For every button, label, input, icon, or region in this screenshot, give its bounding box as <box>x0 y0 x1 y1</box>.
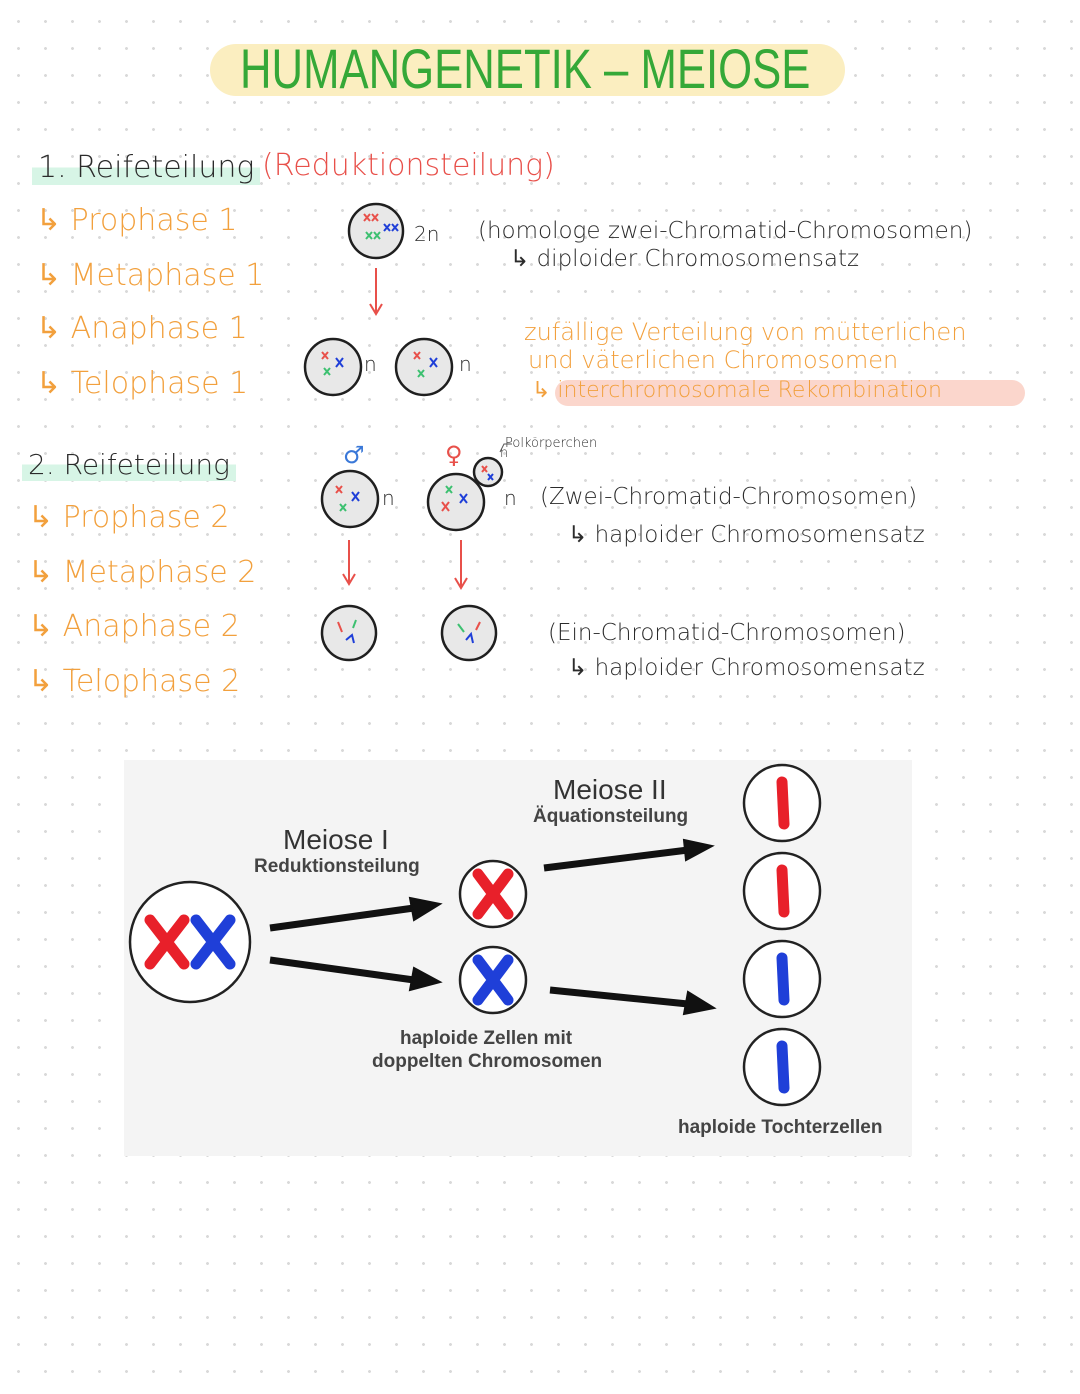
meiose2-subtitle: Äquationsteilung <box>533 806 689 827</box>
chromatid-blue <box>776 1040 790 1094</box>
label-n: n <box>364 352 377 376</box>
gamete-cell <box>320 604 378 662</box>
phase-item: ↳ Prophase 2 <box>28 500 230 535</box>
note-haploid-1: ↳ haploider Chromosomensatz <box>568 522 925 548</box>
meiose1-subtitle: Reduktionsteilung <box>254 856 420 877</box>
sperm-precursor-cell <box>320 469 380 529</box>
male-symbol: ♂ <box>343 441 365 469</box>
label-n: n <box>459 352 472 376</box>
mid-label-line-2: doppelten Chromosomen <box>372 1051 603 1072</box>
phase-item: ↳ Prophase 1 <box>36 203 238 238</box>
polar-body-cell <box>472 456 504 488</box>
haploid-cell <box>303 337 363 397</box>
female-symbol: ♀ <box>445 441 463 469</box>
label-n: n <box>382 486 395 510</box>
chromosome-red <box>144 914 190 970</box>
phase-item: ↳ Metaphase 1 <box>36 258 265 293</box>
phase-item: ↳ Telophase 2 <box>28 664 241 699</box>
chromosome-blue <box>472 954 514 1006</box>
arrow-head <box>682 838 715 862</box>
mid-label-line-1: haploide Zellen mit <box>400 1028 573 1049</box>
chromatid-red <box>776 776 790 830</box>
label-n: n <box>504 486 517 510</box>
haploid-cell <box>394 337 454 397</box>
label-n: n <box>500 446 509 461</box>
chromatid-red <box>776 864 790 918</box>
chromosome-red <box>472 868 514 920</box>
phase-item: ↳ Anaphase 1 <box>36 311 248 346</box>
egg-precursor-cell <box>426 472 486 532</box>
first-division-subtitle: (Reduktionsteilung) <box>262 148 555 183</box>
title-highlight <box>210 44 845 96</box>
note-diploid: ↳ diploider Chromosomensatz <box>510 246 860 272</box>
chromosome-blue <box>190 914 236 970</box>
chromatid-blue <box>776 952 790 1006</box>
arrow-head <box>682 990 717 1016</box>
note-one-chromatid: (Ein-Chromatid-Chromosomen) <box>548 620 906 646</box>
arrow <box>269 904 415 932</box>
label-2n: 2n <box>414 222 440 246</box>
arrow-head <box>408 896 443 922</box>
second-division-heading: 2. Reifeteilung <box>22 448 236 481</box>
phase-item: ↳ Anaphase 2 <box>28 609 240 644</box>
meiosis-diagram <box>128 763 822 1107</box>
arrow <box>549 986 689 1008</box>
interchrom-highlight <box>555 380 1025 406</box>
phase-item: ↳ Telophase 1 <box>36 366 249 401</box>
cell-sketches <box>303 202 512 662</box>
note-two-chromatid: (Zwei-Chromatid-Chromosomen) <box>540 484 918 510</box>
end-label: haploide Tochterzellen <box>678 1117 883 1138</box>
note-random-1: zufällige Verteilung von mütterlichen <box>524 318 967 346</box>
phase-item: ↳ Metaphase 2 <box>28 555 257 590</box>
diploid-cell <box>347 202 405 260</box>
label-polkoerperchen: Polkörperchen <box>505 436 598 451</box>
arrow-head <box>408 966 443 992</box>
arrow <box>269 956 415 984</box>
note-random-2: und väterlichen Chromosomen <box>528 346 899 374</box>
page-title: HUMANGENETIK – MEIOSE <box>240 37 811 100</box>
gamete-cell <box>440 604 498 662</box>
arrow <box>543 846 689 872</box>
note-haploid-2: ↳ haploider Chromosomensatz <box>568 655 925 681</box>
first-division-heading: 1. Reifeteilung <box>32 150 261 185</box>
note-interchromosomal: ↳ interchromosomale Rekombination <box>532 378 942 403</box>
parent-cell <box>128 880 252 1004</box>
note-homolog: (homologe zwei-Chromatid-Chromosomen) <box>478 218 973 244</box>
meiose1-title: Meiose I <box>283 824 389 855</box>
meiose2-title: Meiose II <box>553 774 667 805</box>
